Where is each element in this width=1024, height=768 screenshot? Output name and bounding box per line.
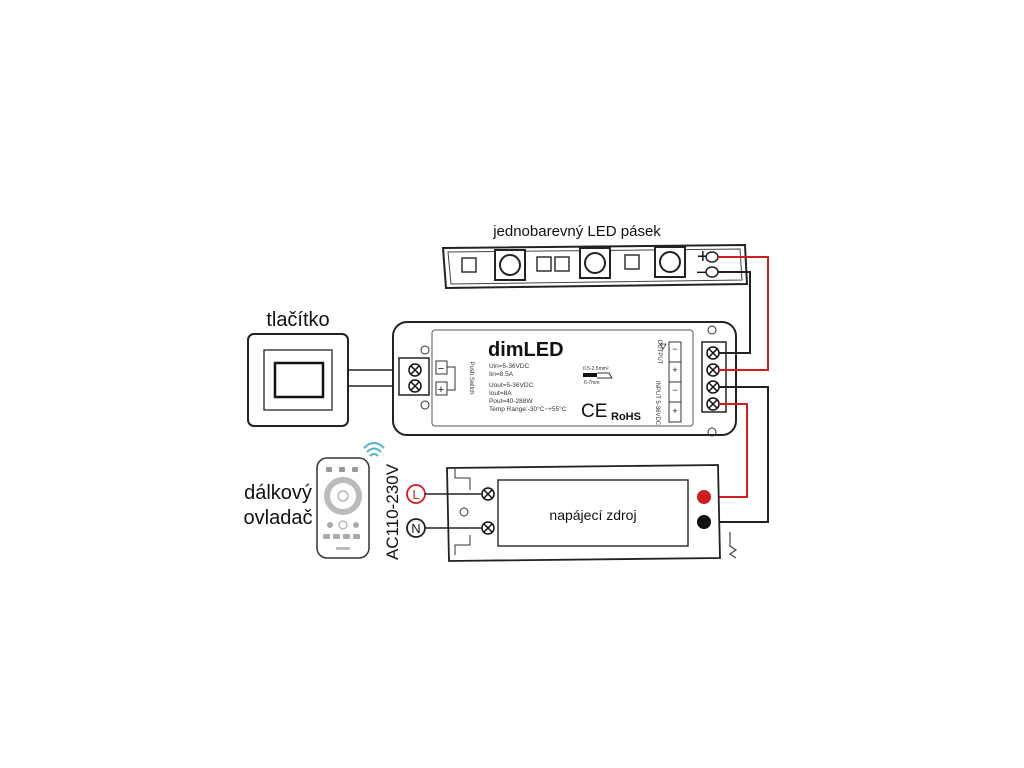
spec-uout: Uout=5-36VDC (489, 382, 534, 389)
screw-icon (706, 397, 720, 411)
resistor-icon (624, 254, 640, 270)
screw-icon (706, 380, 720, 394)
ground-symbol-icon (459, 507, 469, 517)
led-chip-icon (494, 249, 526, 281)
mount-hole-icon (707, 427, 717, 437)
resistor-icon (554, 256, 570, 272)
led-chip-icon (654, 246, 686, 278)
input-label: INPUT 5-36VDC (654, 381, 660, 426)
psu-plus-dot (697, 490, 711, 504)
push-button: tlačítko (247, 309, 349, 427)
term-label-3: − (672, 385, 677, 395)
wire-black-input-minus (707, 386, 769, 523)
button-rocker-icon (273, 361, 325, 399)
strip-plus-label: + (697, 246, 709, 268)
spec-iout: Iout=8A (489, 390, 512, 397)
strip-minus-label: − (696, 262, 708, 284)
line-label: L (412, 487, 419, 502)
resistor-icon (536, 256, 552, 272)
screw-icon (481, 521, 495, 535)
strip-minus-pad (705, 266, 719, 278)
spec-iin: Iin=8.5A (489, 371, 514, 378)
push-minus: − (438, 363, 444, 375)
strip-len: 6-7mm (584, 380, 600, 386)
screw-icon (408, 379, 422, 393)
wire-black-strip-minus (718, 271, 751, 354)
wire-strip-icon (583, 373, 597, 377)
spec-uin: Uin=5-36VDC (489, 363, 530, 370)
led-strip-title: jednobarevný LED pásek (492, 223, 661, 240)
mount-hole-icon (420, 400, 430, 410)
remote-title-line1: dálkový (244, 482, 312, 504)
rohs-mark: RoHS (611, 411, 641, 423)
strip-plus-pad (705, 251, 719, 263)
button-title: tlačítko (266, 309, 329, 331)
dimmer-controller: − + Push Switch dimLED Uin=5-36VDC Iin=8… (392, 321, 737, 437)
term-label-2: + (672, 365, 677, 375)
wire-spec: 0.5-2.5mm² (583, 366, 609, 372)
led-strip: jednobarevný LED pásek + − (441, 223, 749, 290)
neutral-terminal: N (406, 518, 482, 538)
spec-pout: Pout=40-288W (489, 398, 533, 405)
psu-minus-dot (697, 515, 711, 529)
spec-temp: Temp Range:-30°C~+55°C (489, 405, 567, 413)
remote-control: dálkový ovladač (244, 442, 385, 559)
color-wheel-icon (324, 477, 362, 515)
led-symbol-icon (659, 343, 667, 350)
neutral-label: N (411, 521, 420, 536)
output-label: OUTPUT (656, 340, 662, 365)
power-supply: napájecí zdroj (446, 464, 738, 562)
ac-voltage-label: AC110-230V (383, 463, 402, 560)
term-label-4: + (672, 406, 677, 416)
mount-hole-icon (420, 345, 430, 355)
screw-icon (706, 363, 720, 377)
wireless-signal-icon (363, 442, 385, 457)
ce-mark: CE (581, 401, 607, 422)
dimmer-brand: dimLED (488, 339, 564, 361)
screw-icon (408, 363, 422, 377)
wire-red-input-plus (707, 403, 748, 498)
line-terminal: L (406, 484, 482, 504)
led-chip-icon (579, 247, 611, 279)
screw-icon (481, 487, 495, 501)
psu-title: napájecí zdroj (549, 507, 636, 523)
push-plus: + (438, 384, 444, 396)
term-label-1: − (672, 344, 677, 354)
screw-icon (706, 346, 720, 360)
remote-title-line2: ovladač (244, 507, 313, 529)
wire-red-strip-plus (718, 256, 769, 371)
resistor-icon (461, 257, 477, 273)
push-switch-label: Push Switch (468, 361, 474, 394)
mount-hole-icon (707, 325, 717, 335)
